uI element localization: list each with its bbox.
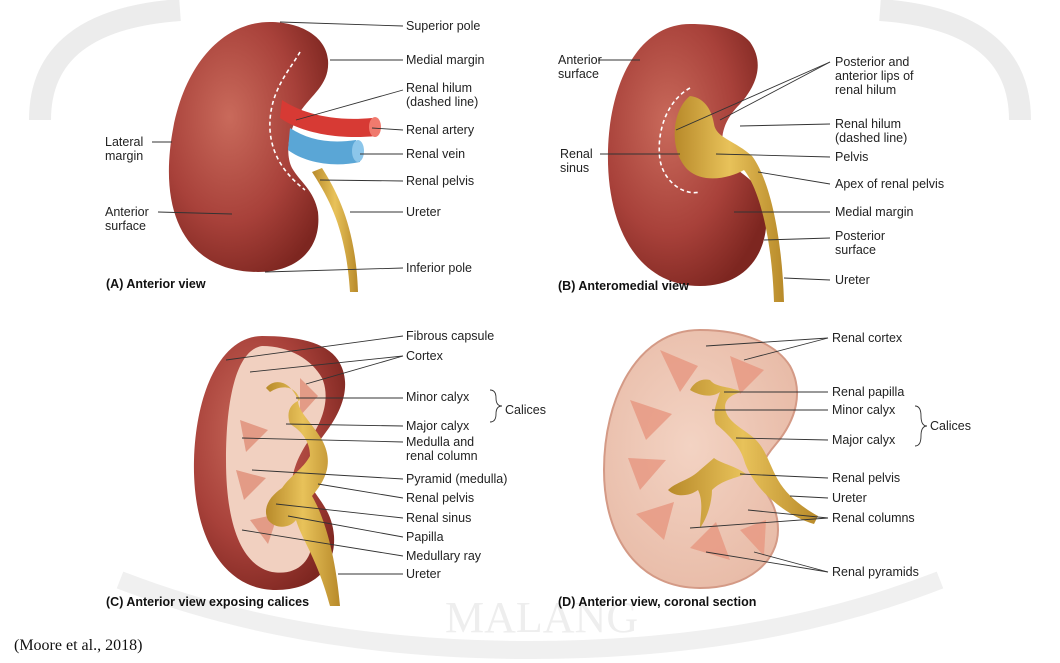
panel-d-title: (D) Anterior view, coronal section xyxy=(558,595,756,609)
label-superior-pole: Superior pole xyxy=(406,19,480,33)
ureter-a xyxy=(312,168,358,292)
label-medulla-sub: renal column xyxy=(406,449,478,463)
label-renal-pyramids: Renal pyramids xyxy=(832,565,919,579)
label-medullary-ray: Medullary ray xyxy=(406,549,482,563)
label-renal-artery: Renal artery xyxy=(406,123,475,137)
label-medial-margin-a: Medial margin xyxy=(406,53,485,67)
label-renal-columns: Renal columns xyxy=(832,511,915,525)
panel-c: Fibrous capsule Cortex Minor calyx Major… xyxy=(106,329,546,609)
label-renal-sinus-b: Renal xyxy=(560,147,593,161)
label-renal-pelvis-c: Renal pelvis xyxy=(406,491,474,505)
label-pelvis-b: Pelvis xyxy=(835,150,868,164)
label-posterior-surface: Posterior xyxy=(835,229,885,243)
label-renal-vein: Renal vein xyxy=(406,147,465,161)
label-papilla: Papilla xyxy=(406,530,444,544)
label-renal-cortex: Renal cortex xyxy=(832,331,903,345)
label-medulla: Medulla and xyxy=(406,435,474,449)
label-major-calyx-c: Major calyx xyxy=(406,419,470,433)
panel-a-title: (A) Anterior view xyxy=(106,277,206,291)
label-renal-hilum-b: Renal hilum xyxy=(835,117,901,131)
label-anterior-surface-b: Anterior xyxy=(558,53,602,67)
panel-b: Anterior surface Posterior and anterior … xyxy=(558,24,944,302)
label-renal-pelvis-d: Renal pelvis xyxy=(832,471,900,485)
label-lips-1: Posterior and xyxy=(835,55,909,69)
label-lips-2: anterior lips of xyxy=(835,69,914,83)
label-ureter-b: Ureter xyxy=(835,273,870,287)
label-renal-papilla: Renal papilla xyxy=(832,385,904,399)
citation: (Moore et al., 2018) xyxy=(14,637,142,655)
label-renal-hilum-a: Renal hilum xyxy=(406,81,472,95)
label-ureter-d: Ureter xyxy=(832,491,867,505)
label-renal-hilum-b-sub: (dashed line) xyxy=(835,131,907,145)
label-medial-margin-b: Medial margin xyxy=(835,205,914,219)
label-anterior-surface-a-sub: surface xyxy=(105,219,146,233)
label-lateral-margin-sub: margin xyxy=(105,149,143,163)
label-lips-3: renal hilum xyxy=(835,83,896,97)
label-inferior-pole: Inferior pole xyxy=(406,261,472,275)
label-renal-pelvis-a: Renal pelvis xyxy=(406,174,474,188)
label-renal-sinus-c: Renal sinus xyxy=(406,511,471,525)
label-calices-c: Calices xyxy=(505,403,546,417)
label-posterior-surface-sub: surface xyxy=(835,243,876,257)
label-ureter-c: Ureter xyxy=(406,567,441,581)
label-ureter-a: Ureter xyxy=(406,205,441,219)
panel-c-title: (C) Anterior view exposing calices xyxy=(106,595,309,609)
label-calices-d: Calices xyxy=(930,419,971,433)
label-renal-sinus-b-sub: sinus xyxy=(560,161,589,175)
label-major-calyx-d: Major calyx xyxy=(832,433,896,447)
panel-b-title: (B) Anteromedial view xyxy=(558,279,689,293)
label-fibrous-capsule: Fibrous capsule xyxy=(406,329,494,343)
label-minor-calyx-d: Minor calyx xyxy=(832,403,896,417)
label-anterior-surface-b-sub: surface xyxy=(558,67,599,81)
label-pyramid-medulla: Pyramid (medulla) xyxy=(406,472,507,486)
label-lateral-margin: Lateral xyxy=(105,135,143,149)
panel-d: Renal cortex Renal papilla Minor calyx M… xyxy=(558,330,971,609)
label-renal-hilum-a-sub: (dashed line) xyxy=(406,95,478,109)
label-anterior-surface-a: Anterior xyxy=(105,205,149,219)
panel-a: Superior pole Medial margin Renal hilum … xyxy=(105,19,485,292)
label-cortex: Cortex xyxy=(406,349,444,363)
label-minor-calyx-c: Minor calyx xyxy=(406,390,470,404)
label-apex-renal-pelvis: Apex of renal pelvis xyxy=(835,177,944,191)
